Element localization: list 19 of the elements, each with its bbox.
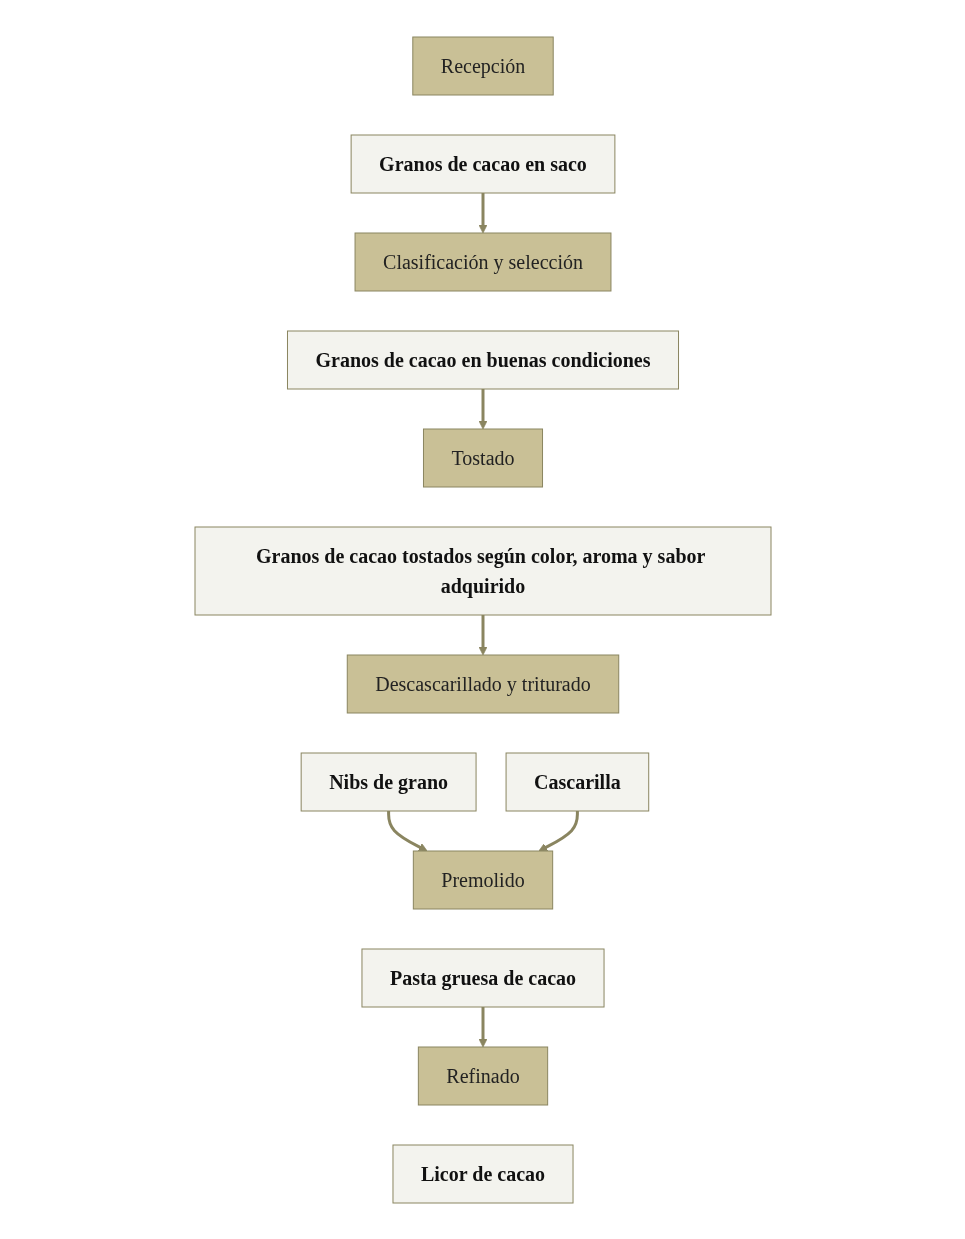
node-box: Cascarilla (505, 752, 649, 811)
arrow (478, 614, 487, 655)
node-box: Licor de cacao (392, 1144, 573, 1203)
node-box: Refinado (417, 1046, 548, 1105)
node-box: Nibs de grano (300, 752, 477, 811)
node-box: Granos de cacao tostados según color, aroma y sabor adquirido (194, 526, 771, 615)
arrow (537, 810, 579, 851)
arrow (478, 1006, 487, 1047)
node-box: Granos de cacao en buenas condiciones (286, 330, 679, 389)
arrow (478, 192, 487, 233)
node-box: Recepción (411, 36, 554, 95)
node-box: Tostado (422, 428, 543, 487)
node-box: Clasificación y selección (354, 232, 611, 291)
node-box: Descascarillado y triturado (346, 654, 619, 713)
arrow (478, 388, 487, 429)
node-box: Granos de cacao en saco (350, 134, 615, 193)
arrow (386, 810, 428, 851)
node-box: Pasta gruesa de cacao (360, 948, 605, 1007)
node-box: Premolido (412, 850, 553, 909)
